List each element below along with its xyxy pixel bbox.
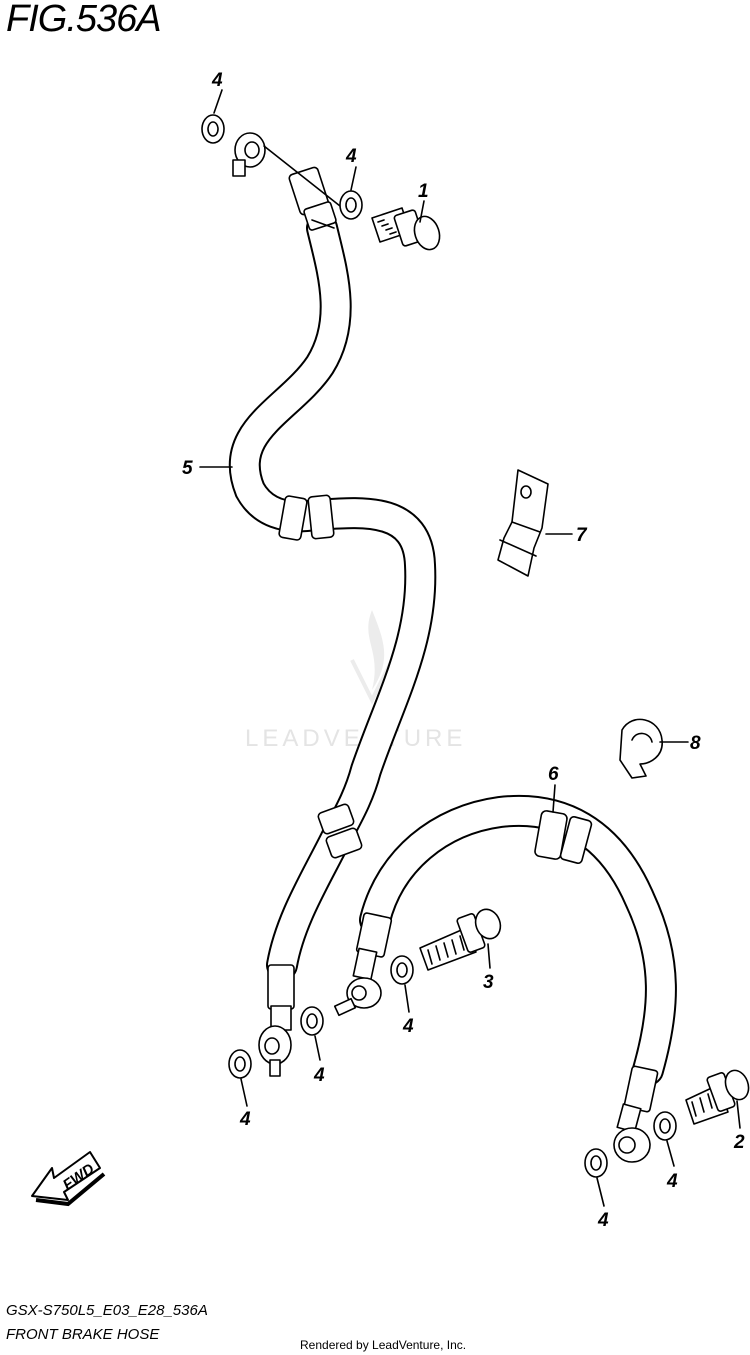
gasket-lower-d[interactable]: [584, 1148, 608, 1178]
callout-4-top-right: 4: [345, 146, 357, 167]
hose-clamp-7[interactable]: [497, 469, 549, 577]
lower-left-banjo-fitting[interactable]: [258, 964, 295, 1077]
callout-8: 8: [690, 733, 701, 754]
callout-7: 7: [576, 525, 588, 546]
watermark: LEADVENTURE: [245, 610, 466, 752]
callout-3: 3: [483, 972, 494, 993]
upper-banjo-fitting[interactable]: [232, 132, 341, 231]
union-bolt-2[interactable]: [685, 1067, 750, 1125]
callout-2: 2: [733, 1132, 745, 1153]
callout-4-lower-b: 4: [313, 1065, 325, 1086]
callout-4-lower-a: 4: [239, 1109, 251, 1130]
render-credit: Rendered by LeadVenture, Inc.: [300, 1338, 467, 1352]
callout-4-lower-e: 4: [666, 1171, 678, 1192]
hose-grommet-lower: [317, 803, 363, 859]
model-code: GSX-S750L5_E03_E28_536A: [6, 1302, 208, 1319]
lower-middle-banjo-fitting[interactable]: [333, 912, 393, 1017]
gasket-top-left[interactable]: [201, 114, 225, 144]
gasket-lower-c[interactable]: [390, 955, 414, 985]
figure-name: FRONT BRAKE HOSE: [6, 1326, 160, 1343]
watermark-flame-icon: [368, 610, 385, 690]
fwd-arrow-shadow-icon: [35, 1172, 106, 1207]
callout-4-lower-d: 4: [597, 1210, 609, 1231]
fwd-arrow: FWD: [31, 1151, 106, 1207]
gasket-lower-b[interactable]: [300, 1006, 324, 1036]
gasket-lower-e[interactable]: [653, 1111, 677, 1141]
gasket-top-right[interactable]: [339, 190, 363, 220]
gasket-washers: [201, 114, 677, 1178]
brake-hose-lower[interactable]: [359, 794, 677, 1086]
callout-labels: 4 4 1 5 7 8 6 3 4 4 4 2 4: [182, 70, 745, 1231]
figure-title: FIG.536A: [6, 0, 162, 40]
gasket-lower-a[interactable]: [228, 1049, 252, 1079]
callout-5: 5: [182, 458, 193, 479]
hose-grommet-upper: [278, 494, 335, 541]
callout-4-top-left: 4: [211, 70, 223, 91]
union-bolt-1[interactable]: [371, 207, 444, 253]
callout-4-lower-c: 4: [402, 1016, 414, 1037]
callout-6: 6: [548, 764, 559, 785]
union-bolt-3[interactable]: [419, 906, 504, 971]
callout-1: 1: [418, 181, 429, 202]
watermark-text: LEADVENTURE: [245, 725, 466, 752]
fwd-arrow-icon: [31, 1151, 101, 1201]
lower-right-banjo-fitting[interactable]: [613, 1065, 659, 1163]
hose-clamp-8[interactable]: [619, 718, 663, 779]
